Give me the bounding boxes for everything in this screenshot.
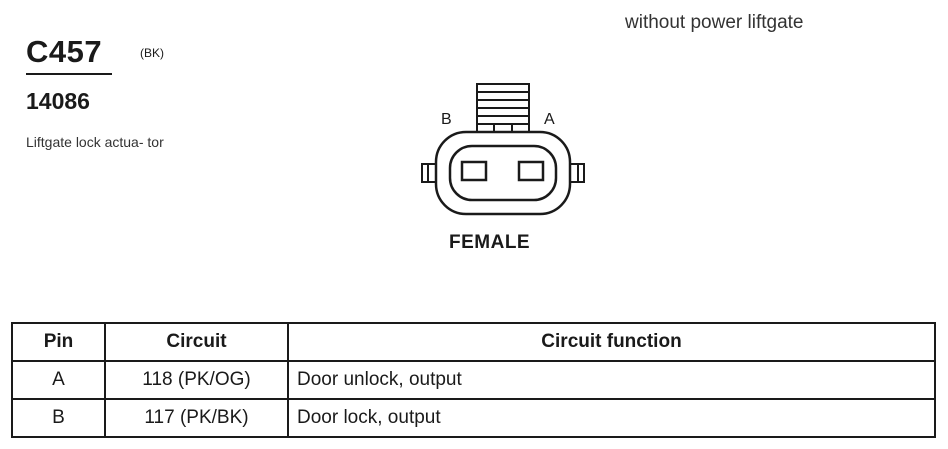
circuit-function-cell: Door unlock, output — [287, 360, 936, 400]
connector-face-diagram: B A — [421, 83, 585, 216]
cavity-b — [460, 160, 488, 182]
cavity-a — [517, 160, 545, 182]
side-latch-left — [421, 163, 437, 183]
pin-cell: B — [11, 398, 106, 438]
connector-description: Liftgate lock actua- tor — [26, 134, 164, 150]
variant-note: without power liftgate — [625, 12, 804, 33]
side-latch-right — [569, 163, 585, 183]
pin-cell: A — [11, 360, 106, 400]
part-number: 14086 — [26, 88, 90, 114]
circuit-cell: 118 (PK/OG) — [104, 360, 289, 400]
header-pin: Pin — [11, 322, 106, 362]
connector-gender-label: FEMALE — [449, 232, 531, 253]
locking-tab — [476, 83, 530, 135]
table-header-row: Pin Circuit Circuit function — [11, 322, 936, 362]
pin-label-a: A — [544, 111, 555, 128]
circuit-cell: 117 (PK/BK) — [104, 398, 289, 438]
title-underline — [26, 73, 112, 75]
pin-label-b: B — [441, 111, 452, 128]
circuit-function-cell: Door lock, output — [287, 398, 936, 438]
table-row: B 117 (PK/BK) Door lock, output — [11, 398, 936, 438]
header-circuit: Circuit — [104, 322, 289, 362]
table-row: A 118 (PK/OG) Door unlock, output — [11, 360, 936, 400]
pinout-table: Pin Circuit Circuit function A 118 (PK/O… — [11, 322, 936, 438]
connector-housing-inner — [448, 144, 558, 202]
connector-color-code: (BK) — [140, 46, 164, 60]
connector-id: C457 — [26, 34, 103, 69]
header-circuit-function: Circuit function — [287, 322, 936, 362]
